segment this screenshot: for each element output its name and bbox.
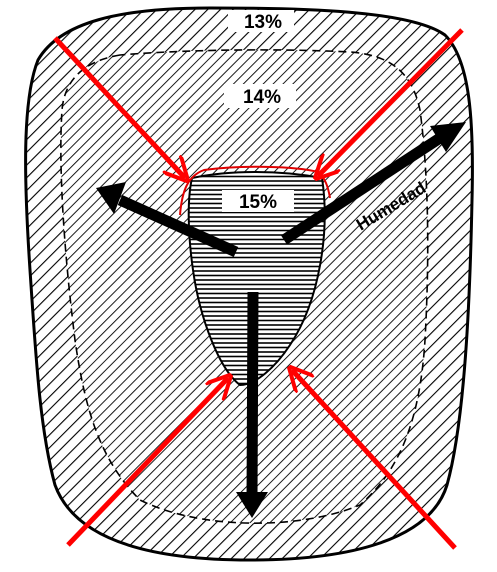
arrow-down-outward (252, 292, 253, 500)
core-label: 15% (239, 192, 277, 213)
middle-layer-label: 14% (243, 87, 281, 108)
outer-layer-label: 13% (244, 12, 282, 33)
